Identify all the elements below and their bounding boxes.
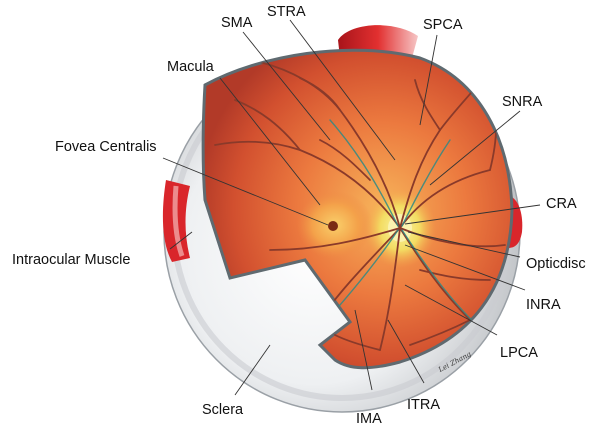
fovea-centralis	[328, 221, 338, 231]
label-intraocular-muscle: Intraocular Muscle	[12, 253, 130, 268]
label-snra: SNRA	[502, 95, 542, 110]
label-itra: ITRA	[407, 398, 440, 413]
label-opticdisc: Opticdisc	[526, 257, 586, 272]
label-cra: CRA	[546, 197, 577, 212]
label-sma: SMA	[221, 16, 252, 31]
label-stra: STRA	[267, 5, 306, 20]
label-fovea-centralis: Fovea Centralis	[55, 140, 157, 155]
label-sclera: Sclera	[202, 403, 243, 418]
label-macula: Macula	[167, 60, 214, 75]
label-spca: SPCA	[423, 18, 463, 33]
label-ima: IMA	[356, 412, 382, 427]
label-inra: INRA	[526, 298, 561, 313]
label-lpca: LPCA	[500, 346, 538, 361]
